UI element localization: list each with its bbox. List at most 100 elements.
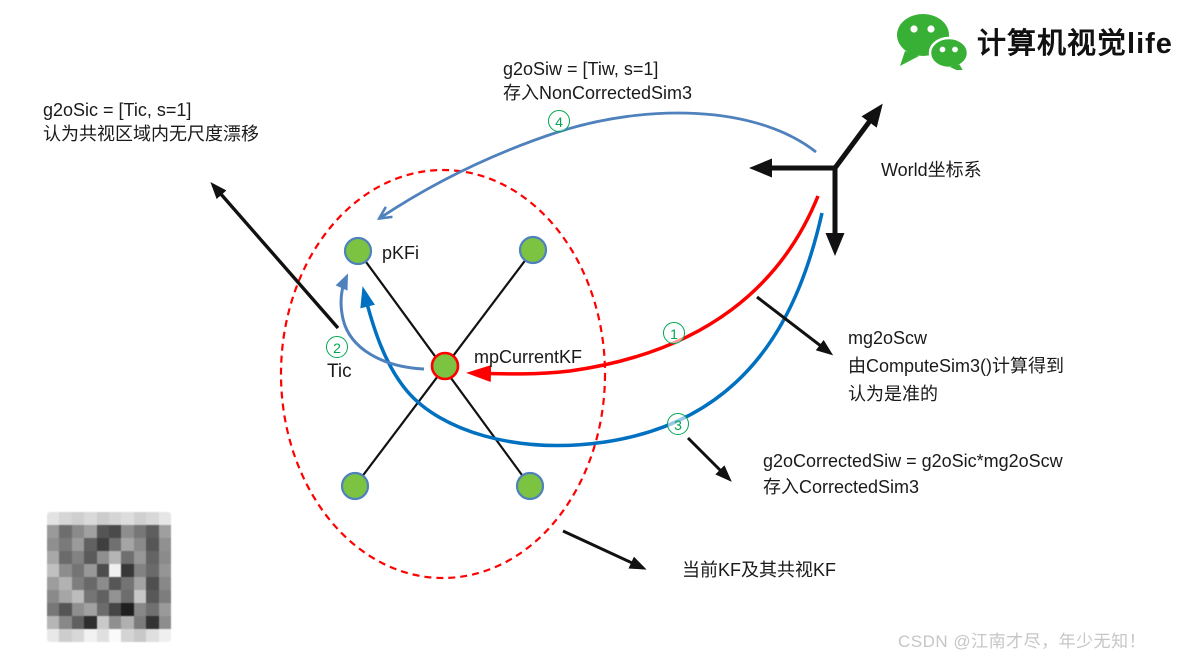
qr-cell [47, 629, 60, 642]
qr-cell [84, 525, 97, 538]
qr-cell [71, 564, 85, 577]
qr-cell [146, 564, 159, 577]
qr-cell [96, 525, 109, 538]
qr-cell [59, 525, 72, 538]
qr-cell [146, 603, 159, 616]
note-g2oSiw-line1: g2oSiw = [Tiw, s=1] [503, 59, 659, 79]
qr-cell [59, 629, 72, 642]
qr-cell [84, 577, 97, 590]
qr-cell [47, 603, 60, 616]
qr-cell [146, 512, 159, 525]
curve-g2oSiw-arrow [380, 111, 817, 218]
qr-cell [158, 577, 171, 590]
qr-cell [108, 551, 122, 564]
arrow-to-mg2oScw-note [756, 295, 834, 356]
qr-cell [47, 564, 60, 577]
qr-cell [158, 538, 171, 551]
qr-cell [71, 512, 85, 525]
Tic-label: Tic [327, 361, 352, 382]
qr-cell [96, 512, 109, 525]
qr-cell [121, 538, 134, 551]
step-badge-1: 1 [663, 322, 685, 344]
qr-cell [133, 616, 147, 629]
note-g2oSic-line1: g2oSic = [Tic, s=1] [43, 100, 192, 120]
qr-cell [133, 629, 147, 642]
qr-cell [108, 616, 122, 629]
qr-cell [133, 577, 147, 590]
wechat-icon [897, 14, 969, 70]
qr-cell [158, 551, 171, 564]
qr-cell [47, 616, 60, 629]
note-mg2oScw: mg2oScw 由ComputeSim3()计算得到 认为是准的 [848, 325, 1064, 409]
qr-cell [146, 577, 159, 590]
note-g2oSiw-line2: 存入NonCorrectedSim3 [503, 83, 693, 104]
keyframe-node [518, 235, 548, 265]
qr-cell [47, 590, 60, 603]
qr-cell [158, 525, 171, 538]
qr-cell [59, 564, 72, 577]
curve-Tic-arrow [335, 273, 425, 371]
qr-cell [84, 564, 97, 577]
keyframe-node [515, 471, 545, 501]
note-g2oSic-line2: 认为共视区域内无尺度漂移 [43, 124, 259, 145]
arrow-to-covisible-note [562, 529, 647, 570]
qr-cell [121, 590, 134, 603]
qr-cell [133, 512, 147, 525]
qr-cell [121, 577, 134, 590]
qr-cell [59, 603, 72, 616]
covisibility-ellipse [279, 168, 607, 580]
note-corrected-line1: g2oCorrectedSiw = g2oSic*mg2oScw [763, 451, 1063, 471]
qr-cell [121, 564, 134, 577]
qr-cell [121, 512, 134, 525]
note-g2oSic: g2oSic = [Tic, s=1] 认为共视区域内无尺度漂移 [43, 98, 259, 147]
qr-cell [108, 603, 122, 616]
qr-cell [59, 616, 72, 629]
qr-cell [71, 525, 85, 538]
qr-cell [84, 538, 97, 551]
pKFi-label: pKFi [382, 243, 420, 263]
qr-cell [108, 590, 122, 603]
keyframe-node-mpCurrentKF [430, 351, 460, 381]
note-mg2oScw-line2: 由ComputeSim3()计算得到 [848, 355, 1065, 376]
qr-cell [158, 616, 171, 629]
qr-cell [96, 551, 109, 564]
step-badge-3: 3 [667, 413, 689, 435]
qr-cell [158, 564, 171, 577]
qr-cell [96, 538, 109, 551]
brand-name-cn: 计算机视觉 [977, 28, 1128, 60]
qr-cell [133, 603, 147, 616]
qr-cell [96, 577, 109, 590]
qr-cell [158, 590, 171, 603]
qr-cell [121, 616, 134, 629]
qr-cell [146, 629, 159, 642]
arrow-to-g2oSic-note [210, 181, 340, 330]
keyframe-node-pKFi [343, 236, 373, 266]
qr-cell [84, 616, 97, 629]
curve-mg2oScw-arrow [466, 195, 820, 383]
qr-cell [47, 538, 60, 551]
qr-cell [121, 629, 134, 642]
qr-cell [121, 551, 134, 564]
qr-cell [108, 538, 122, 551]
qr-cell [146, 538, 159, 551]
note-corrected-line2: 存入CorrectedSim3 [763, 477, 920, 498]
qr-cell [108, 629, 122, 642]
qr-cell [146, 551, 159, 564]
qr-cell [108, 512, 122, 525]
qr-cell [96, 616, 109, 629]
qr-cell [71, 629, 85, 642]
qr-cell [146, 525, 159, 538]
qr-cell [71, 538, 85, 551]
qr-cell [96, 564, 109, 577]
brand-name-en: life [1127, 28, 1173, 60]
qr-cell [47, 551, 60, 564]
mpCurrentKF-label: mpCurrentKF [474, 347, 583, 367]
qr-cell [84, 551, 97, 564]
qr-cell [96, 603, 109, 616]
qr-cell [96, 590, 109, 603]
step-badge-4: 4 [548, 110, 570, 132]
qr-cell [84, 603, 97, 616]
note-g2oSiw: g2oSiw = [Tiw, s=1] 存入NonCorrectedSim3 [503, 57, 692, 106]
qr-cell [84, 512, 97, 525]
